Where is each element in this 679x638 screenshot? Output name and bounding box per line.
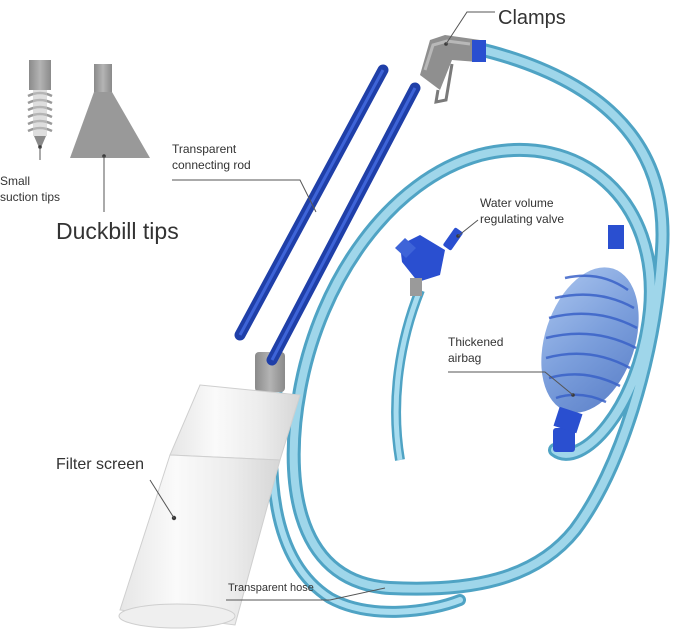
label-transparent-connecting-rod: Transparent connecting rod <box>172 141 251 173</box>
label-water-volume-regulating-valve: Water volume regulating valve <box>480 195 564 227</box>
water-volume-regulating-valve <box>395 227 463 296</box>
leader-airbag <box>448 371 574 396</box>
label-duckbill-tips: Duckbill tips <box>56 218 179 244</box>
label-small-suction-tips: Small suction tips <box>0 173 60 205</box>
label-connecting-rod-line-2: connecting rod <box>172 158 251 173</box>
label-valve-line-1: Water volume <box>480 196 554 210</box>
label-connecting-rod-line-1: Transparent <box>172 142 237 156</box>
small-suction-tip <box>27 60 53 150</box>
leader-lines <box>39 11 574 601</box>
leader-valve <box>457 219 479 237</box>
leader-filter-screen <box>149 479 175 519</box>
label-filter-screen: Filter screen <box>56 456 145 473</box>
label-small-suction-tips-line-2: suction tips <box>0 190 61 205</box>
thickened-airbag <box>541 225 639 452</box>
label-thickened-airbag: Thickened airbag <box>448 334 503 366</box>
label-small-suction-tips-line-1: Small <box>0 174 31 188</box>
clamp <box>420 35 486 104</box>
leader-clamps <box>445 11 495 45</box>
leader-connecting-rod <box>172 179 317 213</box>
filter-screen <box>118 352 301 629</box>
label-transparent-hose: Transparent hose <box>228 582 314 594</box>
duckbill-tip <box>70 64 150 158</box>
label-airbag-line-2: airbag <box>448 351 482 366</box>
label-valve-line-2: regulating valve <box>480 212 565 227</box>
label-airbag-line-1: Thickened <box>448 335 504 349</box>
leader-transparent-hose <box>226 587 386 601</box>
label-clamps: Clamps <box>498 7 566 29</box>
